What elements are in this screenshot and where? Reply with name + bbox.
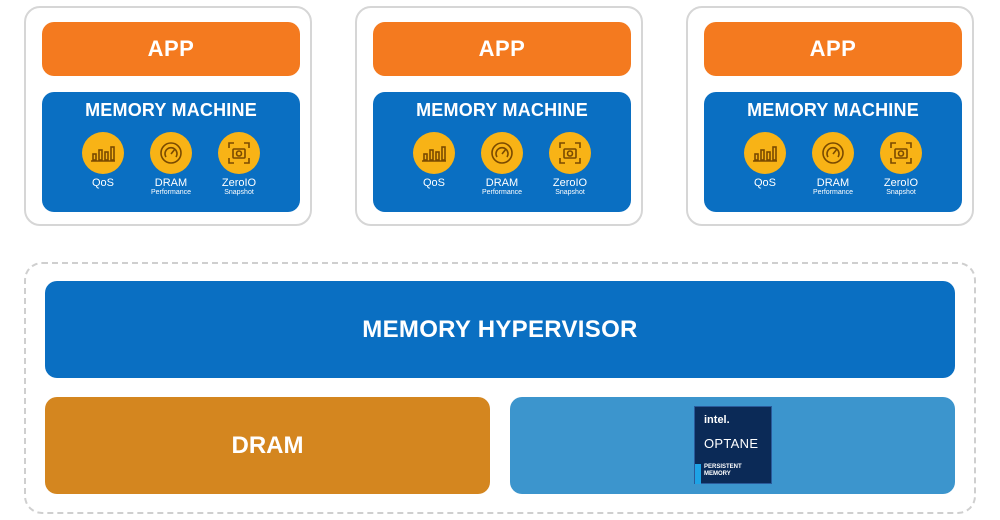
vm-card-3: APP MEMORY MACHINE QoS DRAM Performance …: [686, 6, 974, 226]
feature-label: QoS: [422, 177, 445, 189]
feature-dram-performance: DRAM Performance: [798, 132, 868, 197]
feature-label: DRAM: [816, 177, 850, 189]
camera-icon: [880, 132, 922, 174]
bar-chart-icon: [413, 132, 455, 174]
camera-icon: [549, 132, 591, 174]
optane-accent-strip: [695, 464, 701, 484]
feature-qos: QoS: [68, 132, 138, 189]
feature-qos: QoS: [399, 132, 469, 189]
optane-wordmark: OPTANE: [704, 436, 759, 451]
feature-qos: QoS: [730, 132, 800, 189]
gauge-icon: [481, 132, 523, 174]
feature-sublabel: Snapshot: [555, 189, 585, 196]
vm-card-2: APP MEMORY MACHINE QoS DRAM Performance …: [355, 6, 643, 226]
intel-optane-logo: intel. OPTANE PERSISTENT MEMORY: [694, 406, 772, 484]
persistent-memory-label: PERSISTENT MEMORY: [704, 464, 742, 478]
feature-zeroio-snapshot: ZeroIO Snapshot: [535, 132, 605, 197]
bar-chart-icon: [744, 132, 786, 174]
feature-sublabel: Performance: [150, 189, 192, 196]
memory-machine-title: MEMORY MACHINE: [416, 100, 588, 120]
feature-sublabel: Performance: [481, 189, 523, 196]
memory-machine-block: MEMORY MACHINE QoS DRAM Performance Zero…: [704, 92, 962, 212]
feature-label: DRAM: [485, 177, 519, 189]
app-block: APP: [42, 22, 300, 76]
intel-wordmark: intel.: [704, 414, 730, 426]
feature-label: QoS: [753, 177, 776, 189]
pm-line-2: MEMORY: [704, 471, 731, 477]
bar-chart-icon: [82, 132, 124, 174]
infrastructure-container: [24, 262, 976, 514]
feature-zeroio-snapshot: ZeroIO Snapshot: [866, 132, 936, 197]
memory-machine-title: MEMORY MACHINE: [85, 100, 257, 120]
camera-icon: [218, 132, 260, 174]
gauge-icon: [812, 132, 854, 174]
memory-machine-block: MEMORY MACHINE QoS DRAM Performance Zero…: [42, 92, 300, 212]
feature-label: DRAM: [154, 177, 188, 189]
feature-dram-performance: DRAM Performance: [136, 132, 206, 197]
vm-card-1: APP MEMORY MACHINE QoS DRAM Performance …: [24, 6, 312, 226]
pm-line-1: PERSISTENT: [704, 464, 742, 470]
memory-hypervisor-block: MEMORY HYPERVISOR: [45, 281, 955, 378]
app-block: APP: [373, 22, 631, 76]
memory-machine-block: MEMORY MACHINE QoS DRAM Performance Zero…: [373, 92, 631, 212]
feature-sublabel: Snapshot: [224, 189, 254, 196]
feature-sublabel: Performance: [812, 189, 854, 196]
feature-zeroio-snapshot: ZeroIO Snapshot: [204, 132, 274, 197]
feature-label: ZeroIO: [221, 177, 257, 189]
dram-block: DRAM: [45, 397, 490, 494]
feature-dram-performance: DRAM Performance: [467, 132, 537, 197]
app-block: APP: [704, 22, 962, 76]
feature-label: ZeroIO: [883, 177, 919, 189]
feature-label: QoS: [91, 177, 114, 189]
gauge-icon: [150, 132, 192, 174]
memory-machine-title: MEMORY MACHINE: [747, 100, 919, 120]
feature-sublabel: Snapshot: [886, 189, 916, 196]
feature-label: ZeroIO: [552, 177, 588, 189]
